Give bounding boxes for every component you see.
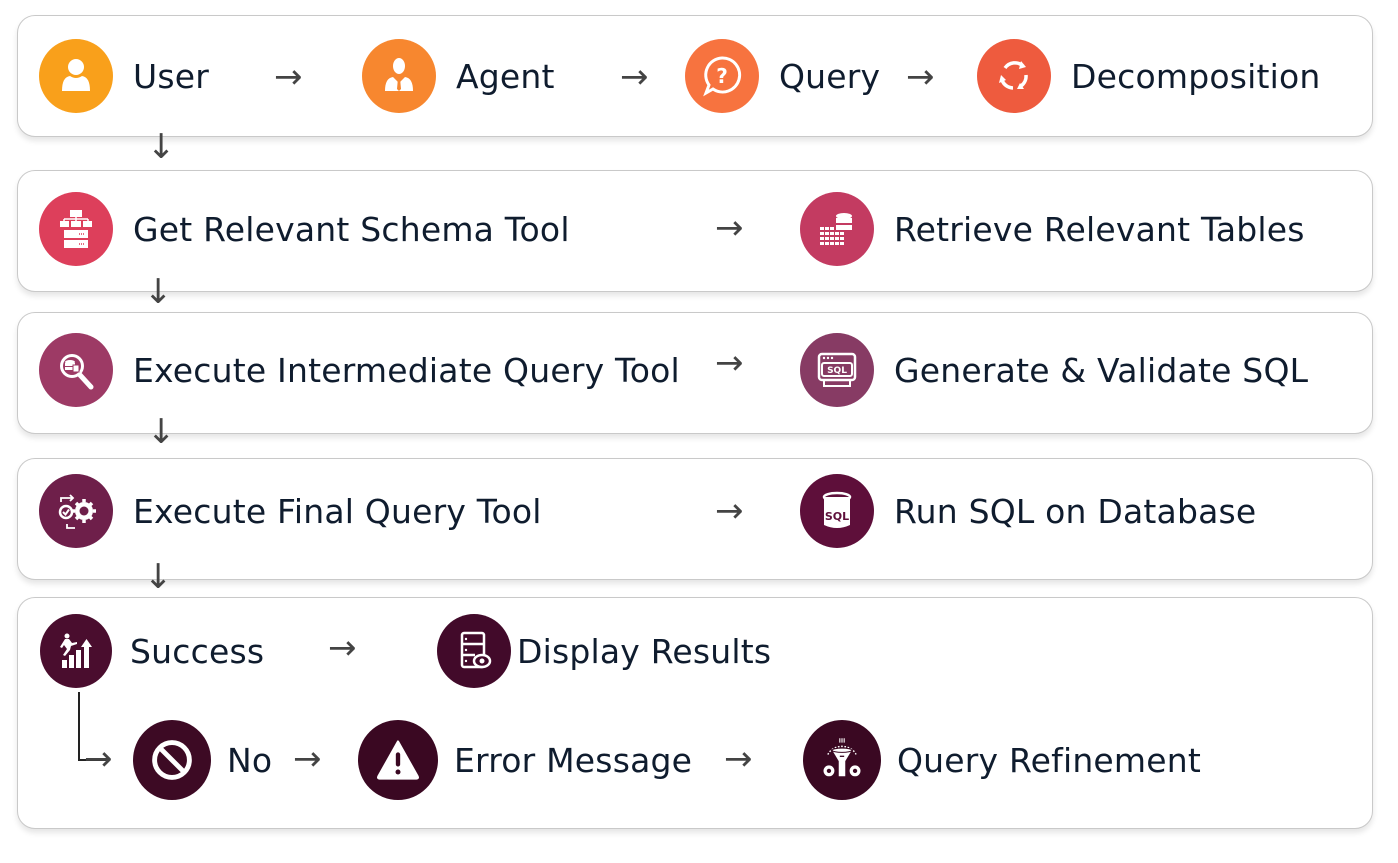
row-schema-tool [17,170,1373,292]
branch-connector [78,692,106,761]
node-label: Display Results [517,631,772,671]
arrow-right: → [293,739,322,779]
arrow-right: → [906,57,935,97]
node-label: Retrieve Relevant Tables [894,209,1305,249]
table-database-icon [800,192,874,266]
node-label: Query [779,56,881,96]
node-label: Success [130,631,265,671]
node-label: Error Message [454,740,693,780]
refresh-icon [977,39,1051,113]
arrow-right: → [715,491,744,531]
svg-text:SQL: SQL [827,366,847,376]
node-display-results: Display Results [437,614,771,688]
arrow-down: ↓ [144,272,173,312]
node-label: Get Relevant Schema Tool [133,209,570,249]
check-gear-icon [39,474,113,548]
node-error-message: Error Message [358,720,692,800]
warning-icon [358,720,438,800]
node-label: Query Refinement [897,740,1202,780]
node-execute-intermediate-query-tool: Execute Intermediate Query Tool [39,333,680,407]
node-label: Agent [456,56,555,96]
agent-icon [362,39,436,113]
search-database-icon [39,333,113,407]
arrow-down: ↓ [144,557,173,597]
sql-database-icon: SQL [800,474,874,548]
view-results-icon [437,614,511,688]
arrow-right: → [328,628,357,668]
schema-icon [39,192,113,266]
svg-text:?: ? [716,64,728,88]
node-no: No [133,720,272,800]
arrow-right: → [715,343,744,383]
arrow-right: → [724,739,753,779]
node-user: User [39,39,209,113]
node-query: ? Query [685,39,880,113]
node-label: Execute Intermediate Query Tool [133,350,680,390]
arrow-right: → [84,739,113,779]
node-label: Decomposition [1071,56,1321,96]
node-run-sql-on-database: SQL Run SQL on Database [800,474,1256,548]
node-decomposition: Decomposition [977,39,1321,113]
row-result-handling [17,597,1373,829]
node-label: Execute Final Query Tool [133,491,542,531]
funnel-gear-icon [803,720,881,800]
arrow-down: ↓ [147,127,176,167]
arrow-right: → [715,208,744,248]
growth-icon [40,614,112,688]
arrow-down: ↓ [147,412,176,452]
sql-window-icon: SQL [800,333,874,407]
node-query-refinement: Query Refinement [803,720,1201,800]
prohibited-icon [133,720,211,800]
node-label: No [227,740,273,780]
node-label: Generate & Validate SQL [894,350,1309,390]
row-intermediate-query-tool [17,312,1373,434]
node-retrieve-relevant-tables: Retrieve Relevant Tables [800,192,1305,266]
user-icon [39,39,113,113]
node-get-relevant-schema-tool: Get Relevant Schema Tool [39,192,570,266]
node-agent: Agent [362,39,555,113]
node-label: User [133,56,210,96]
node-generate-validate-sql: SQL Generate & Validate SQL [800,333,1308,407]
svg-text:SQL: SQL [825,510,849,523]
arrow-right: → [274,57,303,97]
node-success: Success [40,614,264,688]
row-final-query-tool [17,458,1373,580]
node-label: Run SQL on Database [894,491,1257,531]
question-icon: ? [685,39,759,113]
arrow-right: → [620,57,649,97]
node-execute-final-query-tool: Execute Final Query Tool [39,474,542,548]
